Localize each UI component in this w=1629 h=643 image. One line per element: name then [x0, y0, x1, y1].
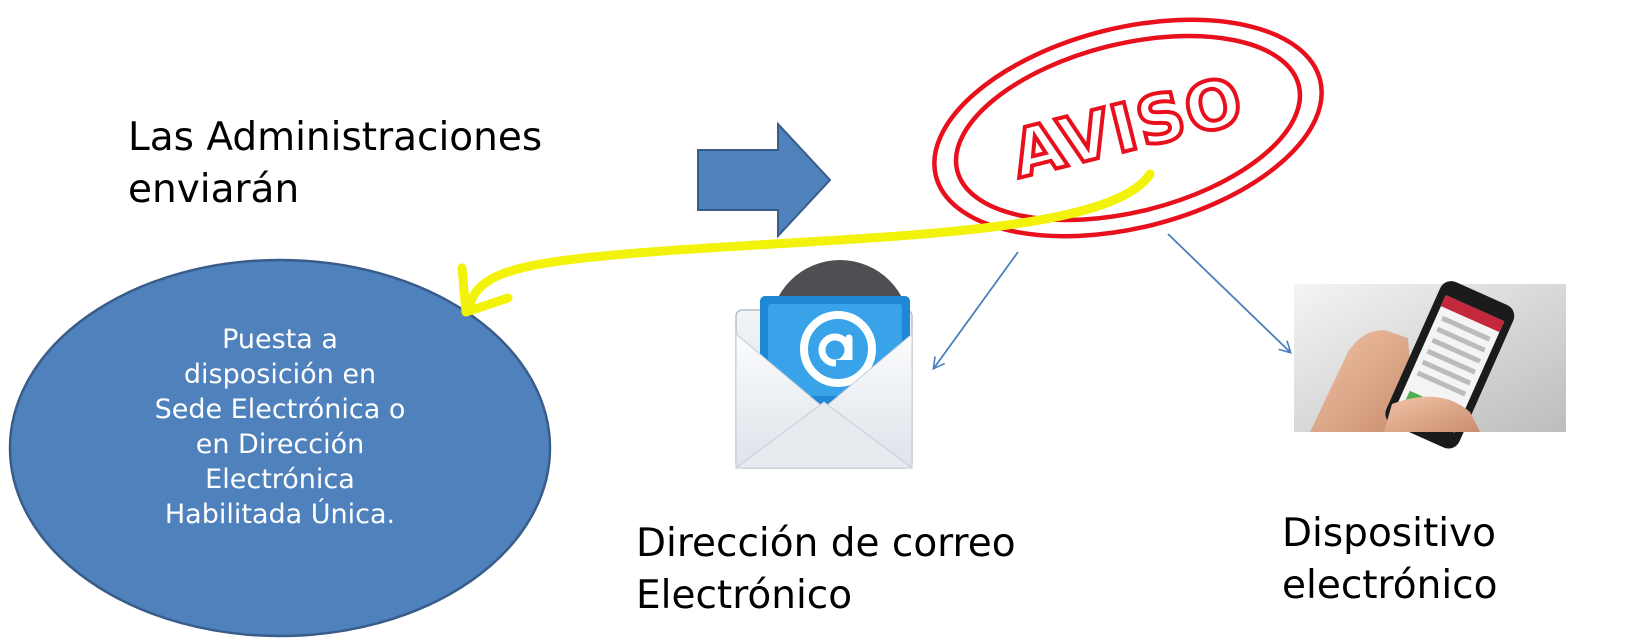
- senders-text: Las Administraciones enviarán: [128, 115, 543, 212]
- email-envelope-icon: [734, 260, 914, 469]
- highlight-curve-arrow: [457, 169, 1155, 317]
- email-label: Dirección de correo Electrónico: [636, 521, 1016, 618]
- destination-ellipse: [8, 258, 552, 638]
- connector-to-email: [932, 251, 1019, 371]
- device-label: Dispositivo electrónico: [1282, 511, 1498, 608]
- connector-to-device: [1167, 233, 1292, 354]
- right-arrow-icon: [697, 121, 832, 239]
- ellipse-text: Puesta a disposición en Sede Electrónica…: [154, 324, 406, 530]
- smartphone-in-hand-icon: [1294, 281, 1566, 449]
- stamp-text: AVISO: [1004, 62, 1252, 194]
